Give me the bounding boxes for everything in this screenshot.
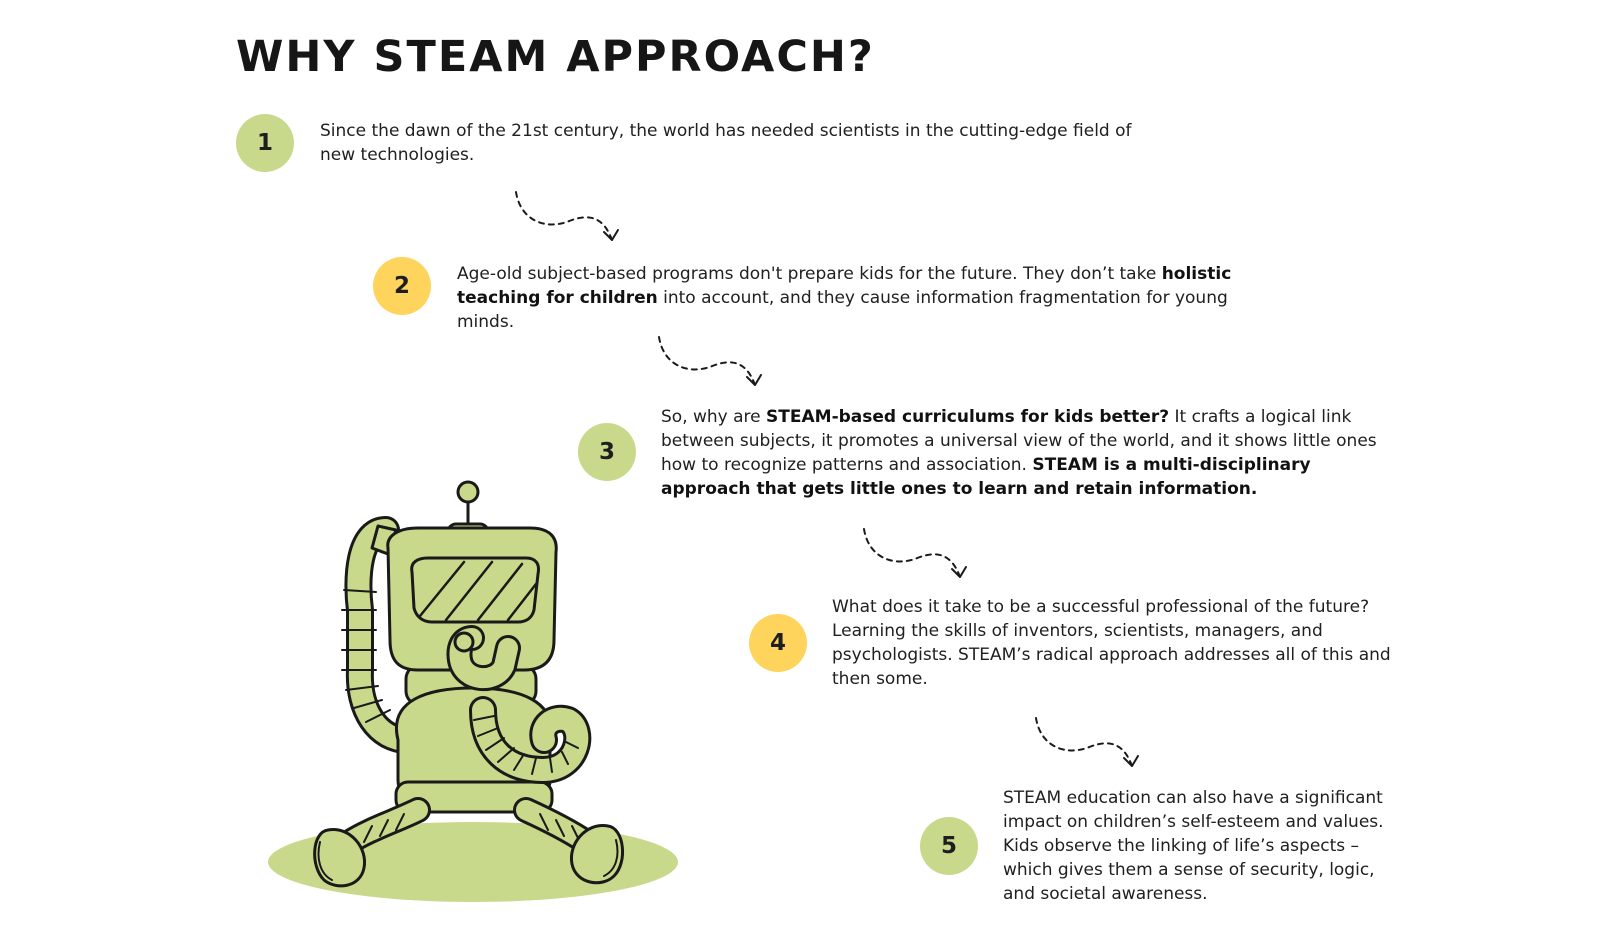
step-text-segment: Since the dawn of the 21st century, the …	[320, 121, 1132, 165]
step-3-text: So, why are STEAM-based curriculums for …	[661, 405, 1396, 501]
step-text-bold: STEAM-based curriculums for kids better?	[766, 407, 1170, 427]
step-number-badge: 2	[373, 257, 431, 315]
step-number-badge: 3	[578, 423, 636, 481]
step-2-text: Age-old subject-based programs don't pre…	[457, 262, 1277, 334]
step-number-badge: 4	[749, 614, 807, 672]
page-title: WHY STEAM APPROACH?	[236, 32, 875, 82]
step-text-bold: STEAM is a multi-disciplinary approach t…	[661, 455, 1311, 499]
dashed-curved-arrow-icon	[863, 528, 967, 578]
dashed-curved-arrow-icon	[515, 191, 619, 241]
step-text-segment: What does it take to be a successful pro…	[832, 597, 1391, 689]
step-number-badge: 5	[920, 817, 978, 875]
step-text-segment: It crafts a logical link between subject…	[661, 407, 1377, 475]
step-5-text: STEAM education can also have a signific…	[1003, 786, 1403, 906]
step-number-badge: 1	[236, 114, 294, 172]
dashed-curved-arrow-icon	[1035, 717, 1139, 767]
dashed-curved-arrow-icon	[658, 336, 762, 386]
step-4-text: What does it take to be a successful pro…	[832, 595, 1392, 691]
robot-illustration-icon	[268, 480, 678, 902]
step-1-text: Since the dawn of the 21st century, the …	[320, 119, 1140, 167]
step-text-segment: STEAM education can also have a signific…	[1003, 788, 1384, 904]
step-text-bold: holistic teaching for children	[457, 264, 1232, 308]
step-text-segment: Age-old subject-based programs don't pre…	[457, 264, 1162, 284]
step-text-segment: So, why are	[661, 407, 767, 427]
step-text-segment: into account, and they cause information…	[457, 288, 1228, 332]
